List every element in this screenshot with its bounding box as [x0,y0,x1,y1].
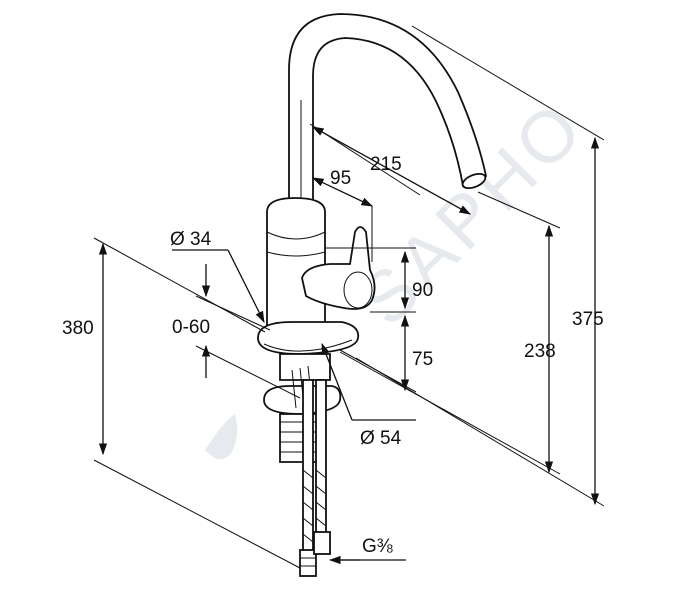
hose-fitting-left [299,549,317,577]
spout [288,13,488,209]
hose-fitting-right [313,531,331,555]
dim-overall-under-label: 380 [62,318,94,339]
dim-overall-under: 380 [62,237,301,569]
dim-base-diameter: Ø 54 [321,342,416,449]
watermark-text: SAPHO [345,85,601,341]
dim-mounting-thickness-label: 0-60 [172,317,210,338]
faucet [257,13,488,577]
flexible-hose-left [302,379,314,561]
dim-overall-height-label: 375 [572,309,604,330]
dim-mounting-thickness: 0-60 [172,264,301,399]
base-ring [257,321,360,355]
dim-body-diameter: Ø 34 [170,229,265,324]
dim-connection-thread-label: G⅜ [362,536,393,557]
dim-base-to-handle-label: 75 [412,349,433,370]
dim-base-diameter-label: Ø 54 [360,428,402,449]
dim-connection-thread: G⅜ [328,536,406,565]
dim-spout-reach-label: 215 [370,154,402,175]
dim-handle-reach-label: 95 [330,168,351,189]
dim-spout-outlet-height: 238 [339,191,561,475]
dim-handle-height-label: 90 [412,280,433,301]
dim-spout-reach: 215 [309,123,472,215]
dim-handle-height: 90 [325,247,433,313]
dim-spout-outlet-height-label: 238 [524,341,556,362]
dim-handle-reach: 95 [311,168,374,262]
mounting-shank [279,353,331,381]
dim-body-diameter-label: Ø 34 [170,229,212,250]
watermark-drop-icon [205,414,238,460]
dim-overall-height: 375 [355,25,605,507]
flexible-hose-right [315,379,327,541]
